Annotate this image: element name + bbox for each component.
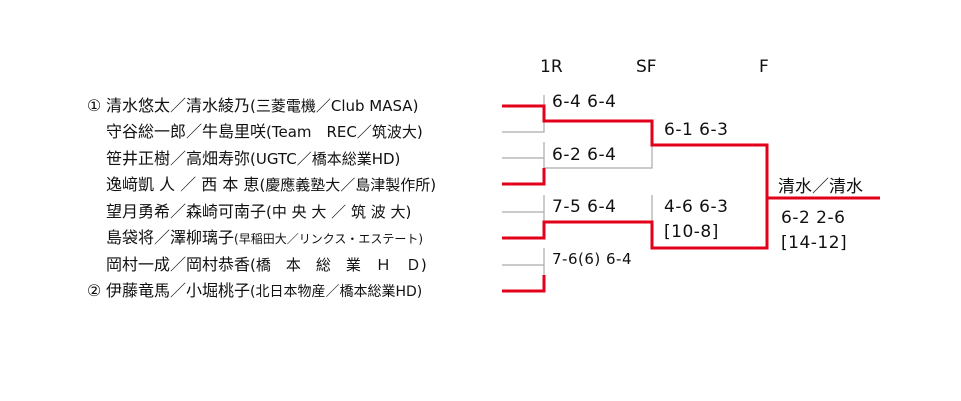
champion-label: 清水／清水 (778, 177, 863, 197)
sf-score-2: 4-6 6-3 (664, 197, 729, 217)
r1-score-4: 7-6(6) 6-4 (552, 250, 633, 268)
winner-path-top (502, 104, 880, 200)
player-entry: 守谷総一郎／牛島里咲(Team REC／筑波大) (82, 122, 423, 142)
player-names: 笹井正樹／高畑寿弥 (106, 149, 251, 168)
player-entry: 望月勇希／森崎可南子(中 央 大 ／ 筑 波 大) (82, 202, 411, 222)
winner-path-bottom (502, 198, 769, 250)
round-label-sf: SF (636, 57, 657, 77)
player-affiliation: (三菱電機／Club MASA) (250, 97, 419, 115)
player-affiliation: (慶應義塾大／島津製作所) (259, 176, 437, 194)
winner-path-r1-2 (502, 168, 546, 186)
player-affiliation: (Team REC／筑波大) (266, 123, 423, 141)
sf-score-1: 6-1 6-3 (664, 120, 729, 140)
r1-score-2: 6-2 6-4 (552, 145, 617, 165)
player-entry: 岡村一成／岡村恭香(橋 本 総 業 Ｈ Ｄ) (82, 255, 427, 275)
player-entry: 逸﨑凱 人 ／ 西 本 恵(慶應義塾大／島津製作所) (82, 175, 436, 195)
player-entry: 島袋将／澤柳璃子(早稲田大／リンクス・エステート) (82, 228, 423, 249)
player-affiliation: (中 央 大 ／ 筑 波 大) (266, 203, 412, 221)
player-affiliation: (橋 本 総 業 Ｈ Ｄ) (250, 256, 427, 274)
player-names: 守谷総一郎／牛島里咲 (106, 122, 267, 141)
winner-lines (502, 104, 880, 293)
seed-badge: ② (86, 281, 102, 300)
player-names: 岡村一成／岡村恭香 (106, 255, 251, 274)
round-label-1r: 1R (540, 57, 563, 77)
winner-path-r1-4 (502, 275, 546, 293)
player-affiliation: (早稲田大／リンクス・エステート) (234, 232, 424, 246)
player-affiliation: (UGTC／橋本総業HD) (250, 150, 401, 168)
player-names: 逸﨑凱 人 ／ 西 本 恵 (106, 175, 260, 194)
player-affiliation: (北日本物産／橋本総業HD) (250, 284, 423, 300)
player-names: 望月勇希／森崎可南子 (106, 202, 267, 221)
player-entry: 笹井正樹／高畑寿弥(UGTC／橋本総業HD) (82, 149, 400, 169)
final-score-tiebreak: [14-12] (781, 233, 848, 253)
r1-score-3: 7-5 6-4 (552, 197, 617, 217)
player-names: 伊藤竜馬／小堀桃子 (106, 281, 251, 300)
seed-badge: ① (86, 96, 102, 115)
player-names: 島袋将／澤柳璃子 (106, 228, 235, 247)
round-label-f: F (759, 57, 769, 77)
sf-score-2-tiebreak: [10-8] (664, 222, 719, 242)
final-score: 6-2 2-6 (781, 208, 846, 228)
r1-score-1: 6-4 6-4 (552, 92, 617, 112)
player-names: 清水悠太／清水綾乃 (106, 96, 251, 115)
